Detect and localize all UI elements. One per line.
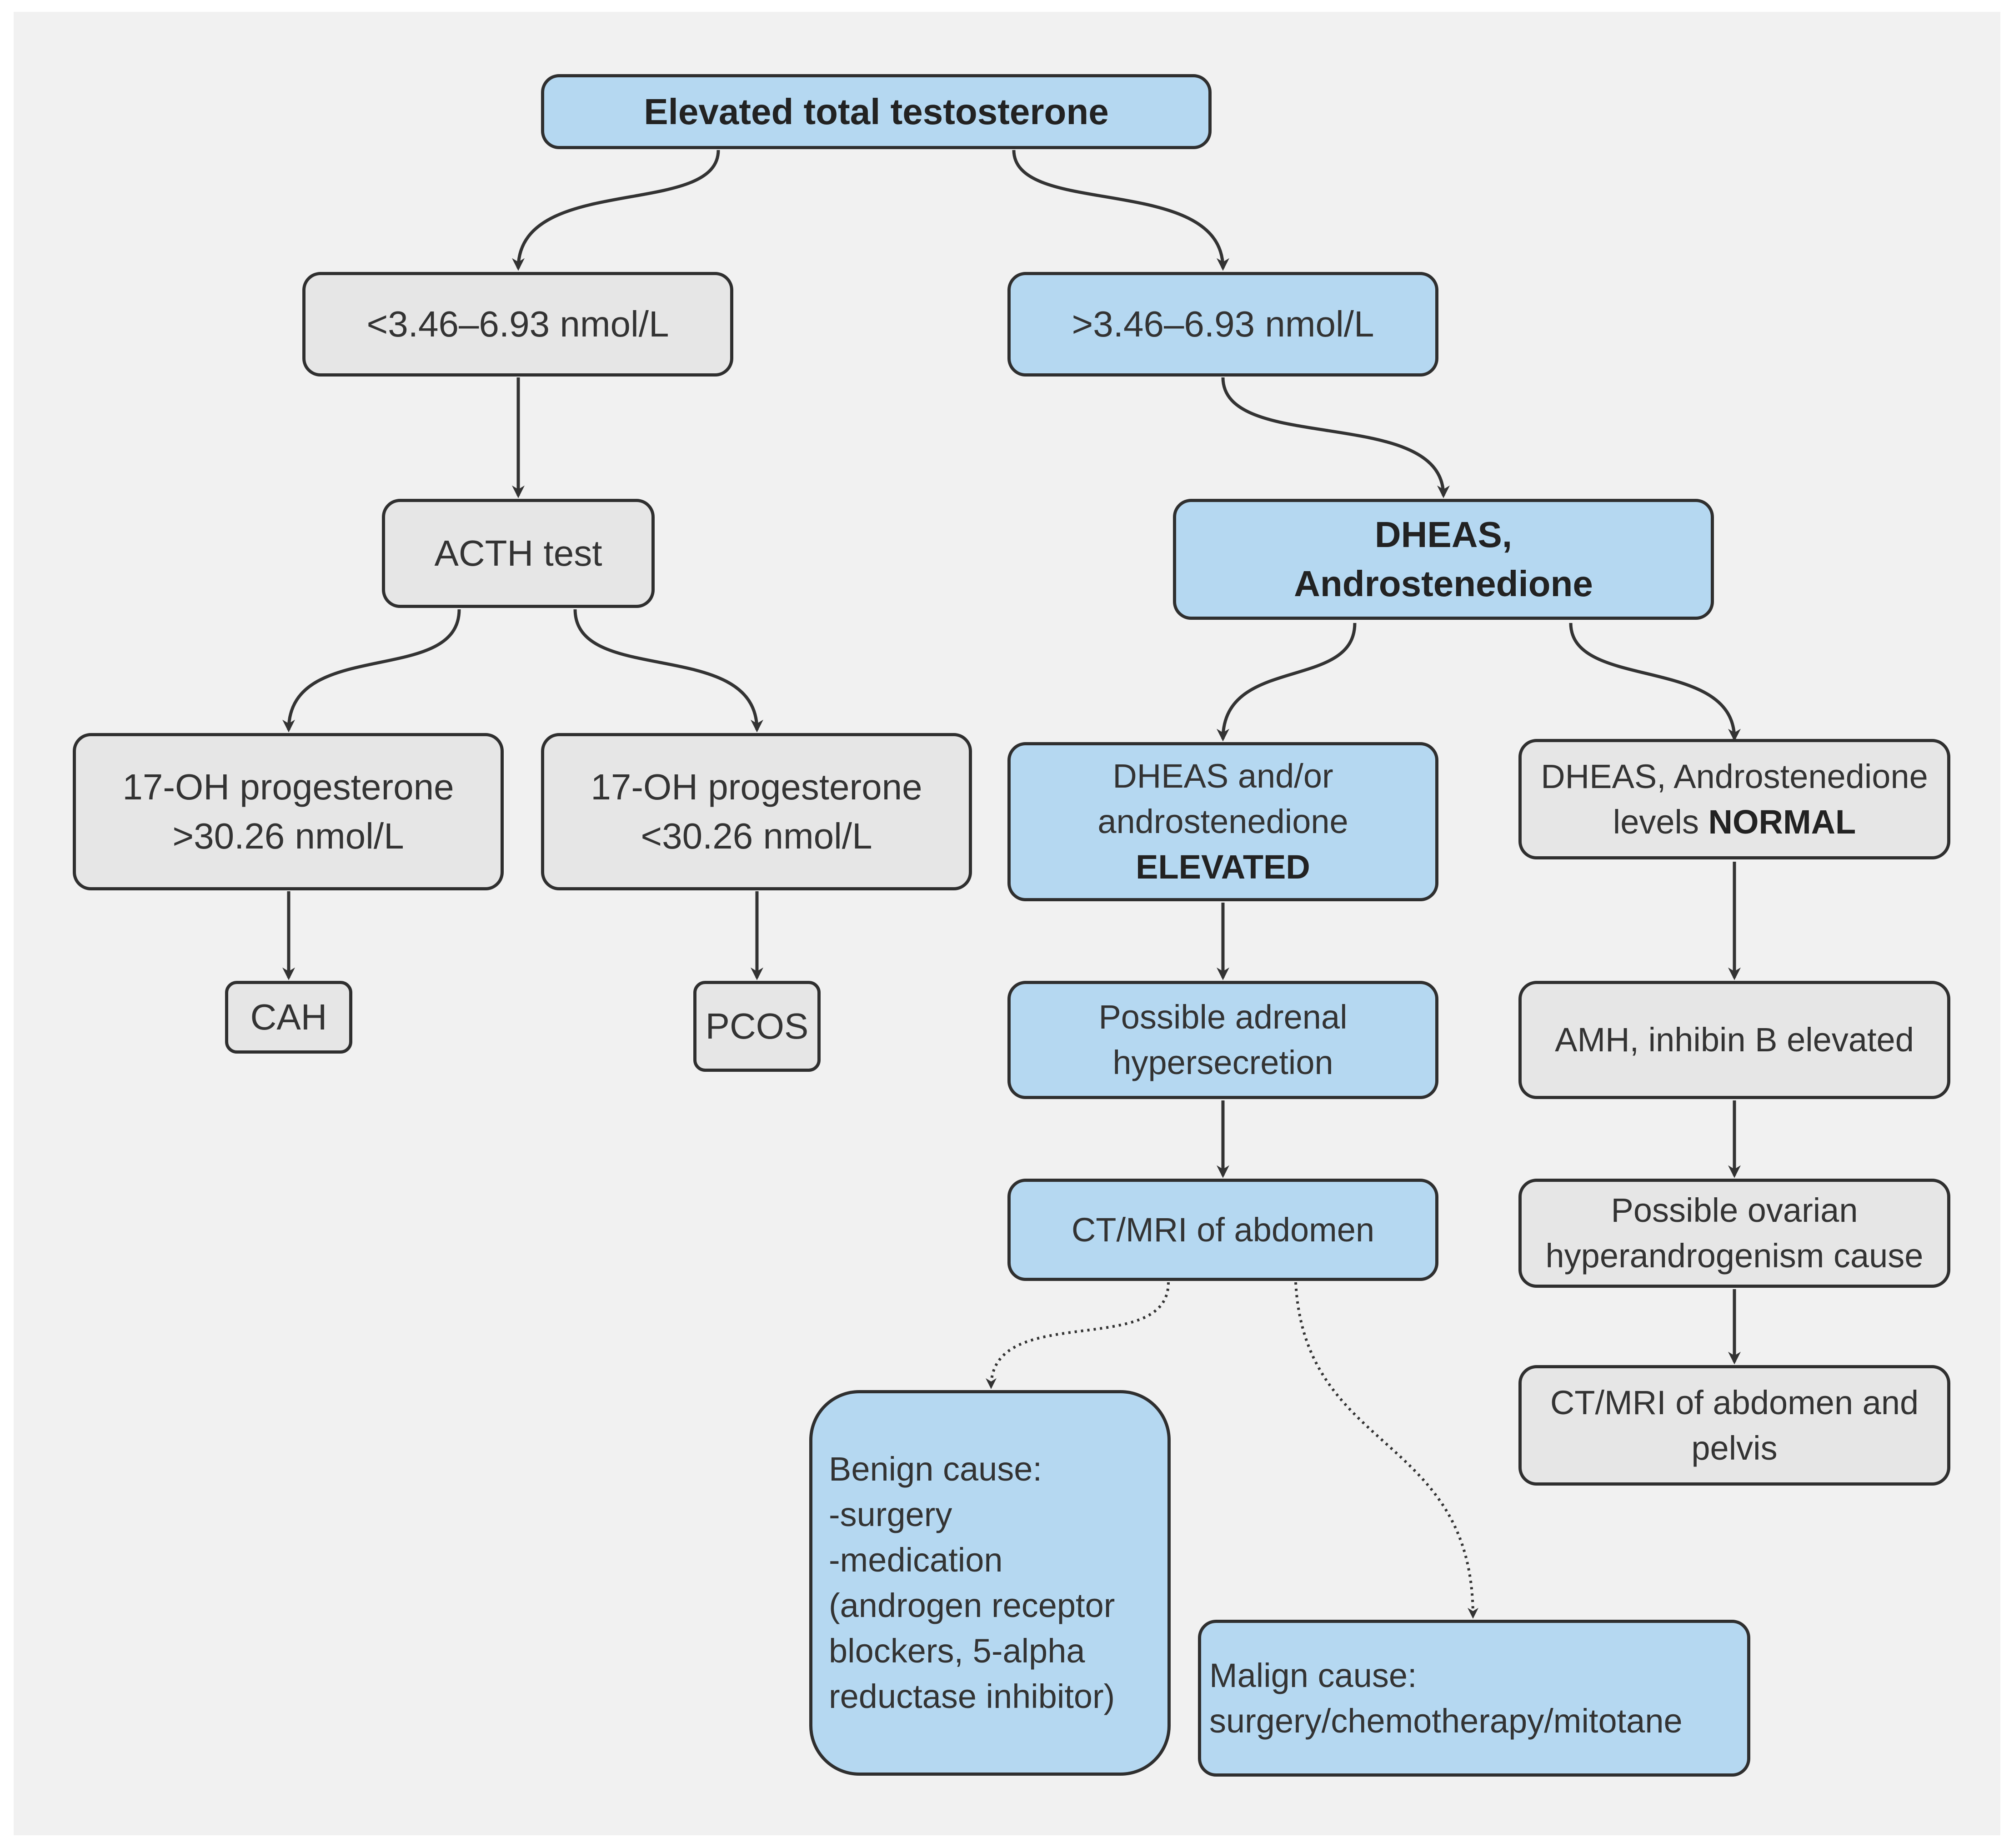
benign-line: -surgery <box>829 1496 952 1534</box>
benign-line: reductase inhibitor) <box>829 1677 1115 1715</box>
malign-line2: surgery/chemotherapy/mitotane <box>1209 1702 1683 1740</box>
benign-line: Benign cause: <box>829 1450 1042 1488</box>
dheas-androstenedione-node: DHEAS, Androstenedione <box>1173 499 1714 620</box>
high-range-node: >3.46–6.93 nmol/L <box>1007 272 1438 377</box>
normal-line2: levels NORMAL <box>1613 799 1856 845</box>
benign-line: (androgen receptor <box>829 1587 1115 1624</box>
benign-line: -medication <box>829 1541 1003 1579</box>
root-node: Elevated total testosterone <box>541 74 1212 149</box>
normal-line1: DHEAS, Androstenedione <box>1541 757 1928 795</box>
acth-test-label: ACTH test <box>434 533 602 573</box>
elevated-line2: androstenedione <box>1097 803 1348 841</box>
ct-abdomen-pelvis-node: CT/MRI of abdomen and pelvis <box>1518 1365 1950 1486</box>
root-label: Elevated total testosterone <box>644 91 1109 132</box>
arrow-dheas-to-normal <box>1569 623 1741 742</box>
pcos-label: PCOS <box>705 1006 809 1046</box>
arrow-dheas-to-elevated <box>1217 623 1357 742</box>
dotted-arrow-ct-to-benign <box>986 1282 1170 1389</box>
acth-test-node: ACTH test <box>382 499 655 608</box>
ohp-high-line2: >30.26 nmol/L <box>172 816 404 856</box>
benign-line: blockers, 5-alpha <box>829 1632 1085 1670</box>
arrow-root-to-low <box>512 150 720 271</box>
amh-label: AMH, inhibin B elevated <box>1555 1021 1914 1059</box>
dheas-elevated-node: DHEAS and/or androstenedione ELEVATED <box>1007 742 1438 901</box>
ohp-low-node: 17-OH progesterone <30.26 nmol/L <box>541 733 972 890</box>
adrenal-line1: Possible adrenal <box>1098 998 1348 1036</box>
malign-cause-node: Malign cause: surgery/chemotherapy/mitot… <box>1198 1620 1750 1777</box>
arrow-acth-to-ohp-low <box>573 609 763 733</box>
ovarian-line2: hyperandrogenism cause <box>1545 1237 1924 1275</box>
ohp-low-line1: 17-OH progesterone <box>591 767 922 807</box>
normal-line2-text: levels <box>1613 803 1708 841</box>
low-range-label: <3.46–6.93 nmol/L <box>366 304 669 344</box>
dotted-arrow-ct-to-malign <box>1294 1282 1478 1619</box>
malign-line1: Malign cause: <box>1209 1656 1417 1694</box>
ct-abdomen-label: CT/MRI of abdomen <box>1071 1210 1375 1249</box>
elevated-line3: ELEVATED <box>1136 848 1310 886</box>
ct-pelvis-line2: pelvis <box>1691 1429 1778 1467</box>
arrow-root-to-high <box>1012 150 1229 271</box>
dheas-normal-node: DHEAS, Androstenedione levels NORMAL <box>1518 739 1950 859</box>
adrenal-hypersecretion-node: Possible adrenal hypersecretion <box>1007 981 1438 1099</box>
dheas-label-line2: Androstenedione <box>1294 563 1593 604</box>
cah-node: CAH <box>225 981 352 1054</box>
ct-pelvis-line1: CT/MRI of abdomen and <box>1550 1383 1919 1421</box>
amh-inhibin-node: AMH, inhibin B elevated <box>1518 981 1950 1099</box>
dheas-label-line1: DHEAS, <box>1374 514 1513 555</box>
ohp-high-node: 17-OH progesterone >30.26 nmol/L <box>73 733 504 890</box>
normal-line2-bold: NORMAL <box>1708 803 1856 841</box>
low-range-node: <3.46–6.93 nmol/L <box>302 272 733 377</box>
benign-cause-node: Benign cause: -surgery -medication (andr… <box>809 1390 1171 1776</box>
arrow-acth-to-ohp-high <box>282 609 461 733</box>
pcos-node: PCOS <box>693 981 821 1072</box>
adrenal-line2: hypersecretion <box>1112 1044 1333 1081</box>
ohp-high-line1: 17-OH progesterone <box>122 767 454 807</box>
ovarian-line1: Possible ovarian <box>1611 1191 1858 1230</box>
elevated-line1: DHEAS and/or <box>1112 757 1333 795</box>
ovarian-cause-node: Possible ovarian hyperandrogenism cause <box>1518 1179 1950 1288</box>
cah-label: CAH <box>250 997 327 1037</box>
ohp-low-line2: <30.26 nmol/L <box>641 816 872 856</box>
arrow-high-to-dheas <box>1221 377 1450 498</box>
high-range-label: >3.46–6.93 nmol/L <box>1072 304 1374 344</box>
ct-abdomen-node: CT/MRI of abdomen <box>1007 1179 1438 1281</box>
